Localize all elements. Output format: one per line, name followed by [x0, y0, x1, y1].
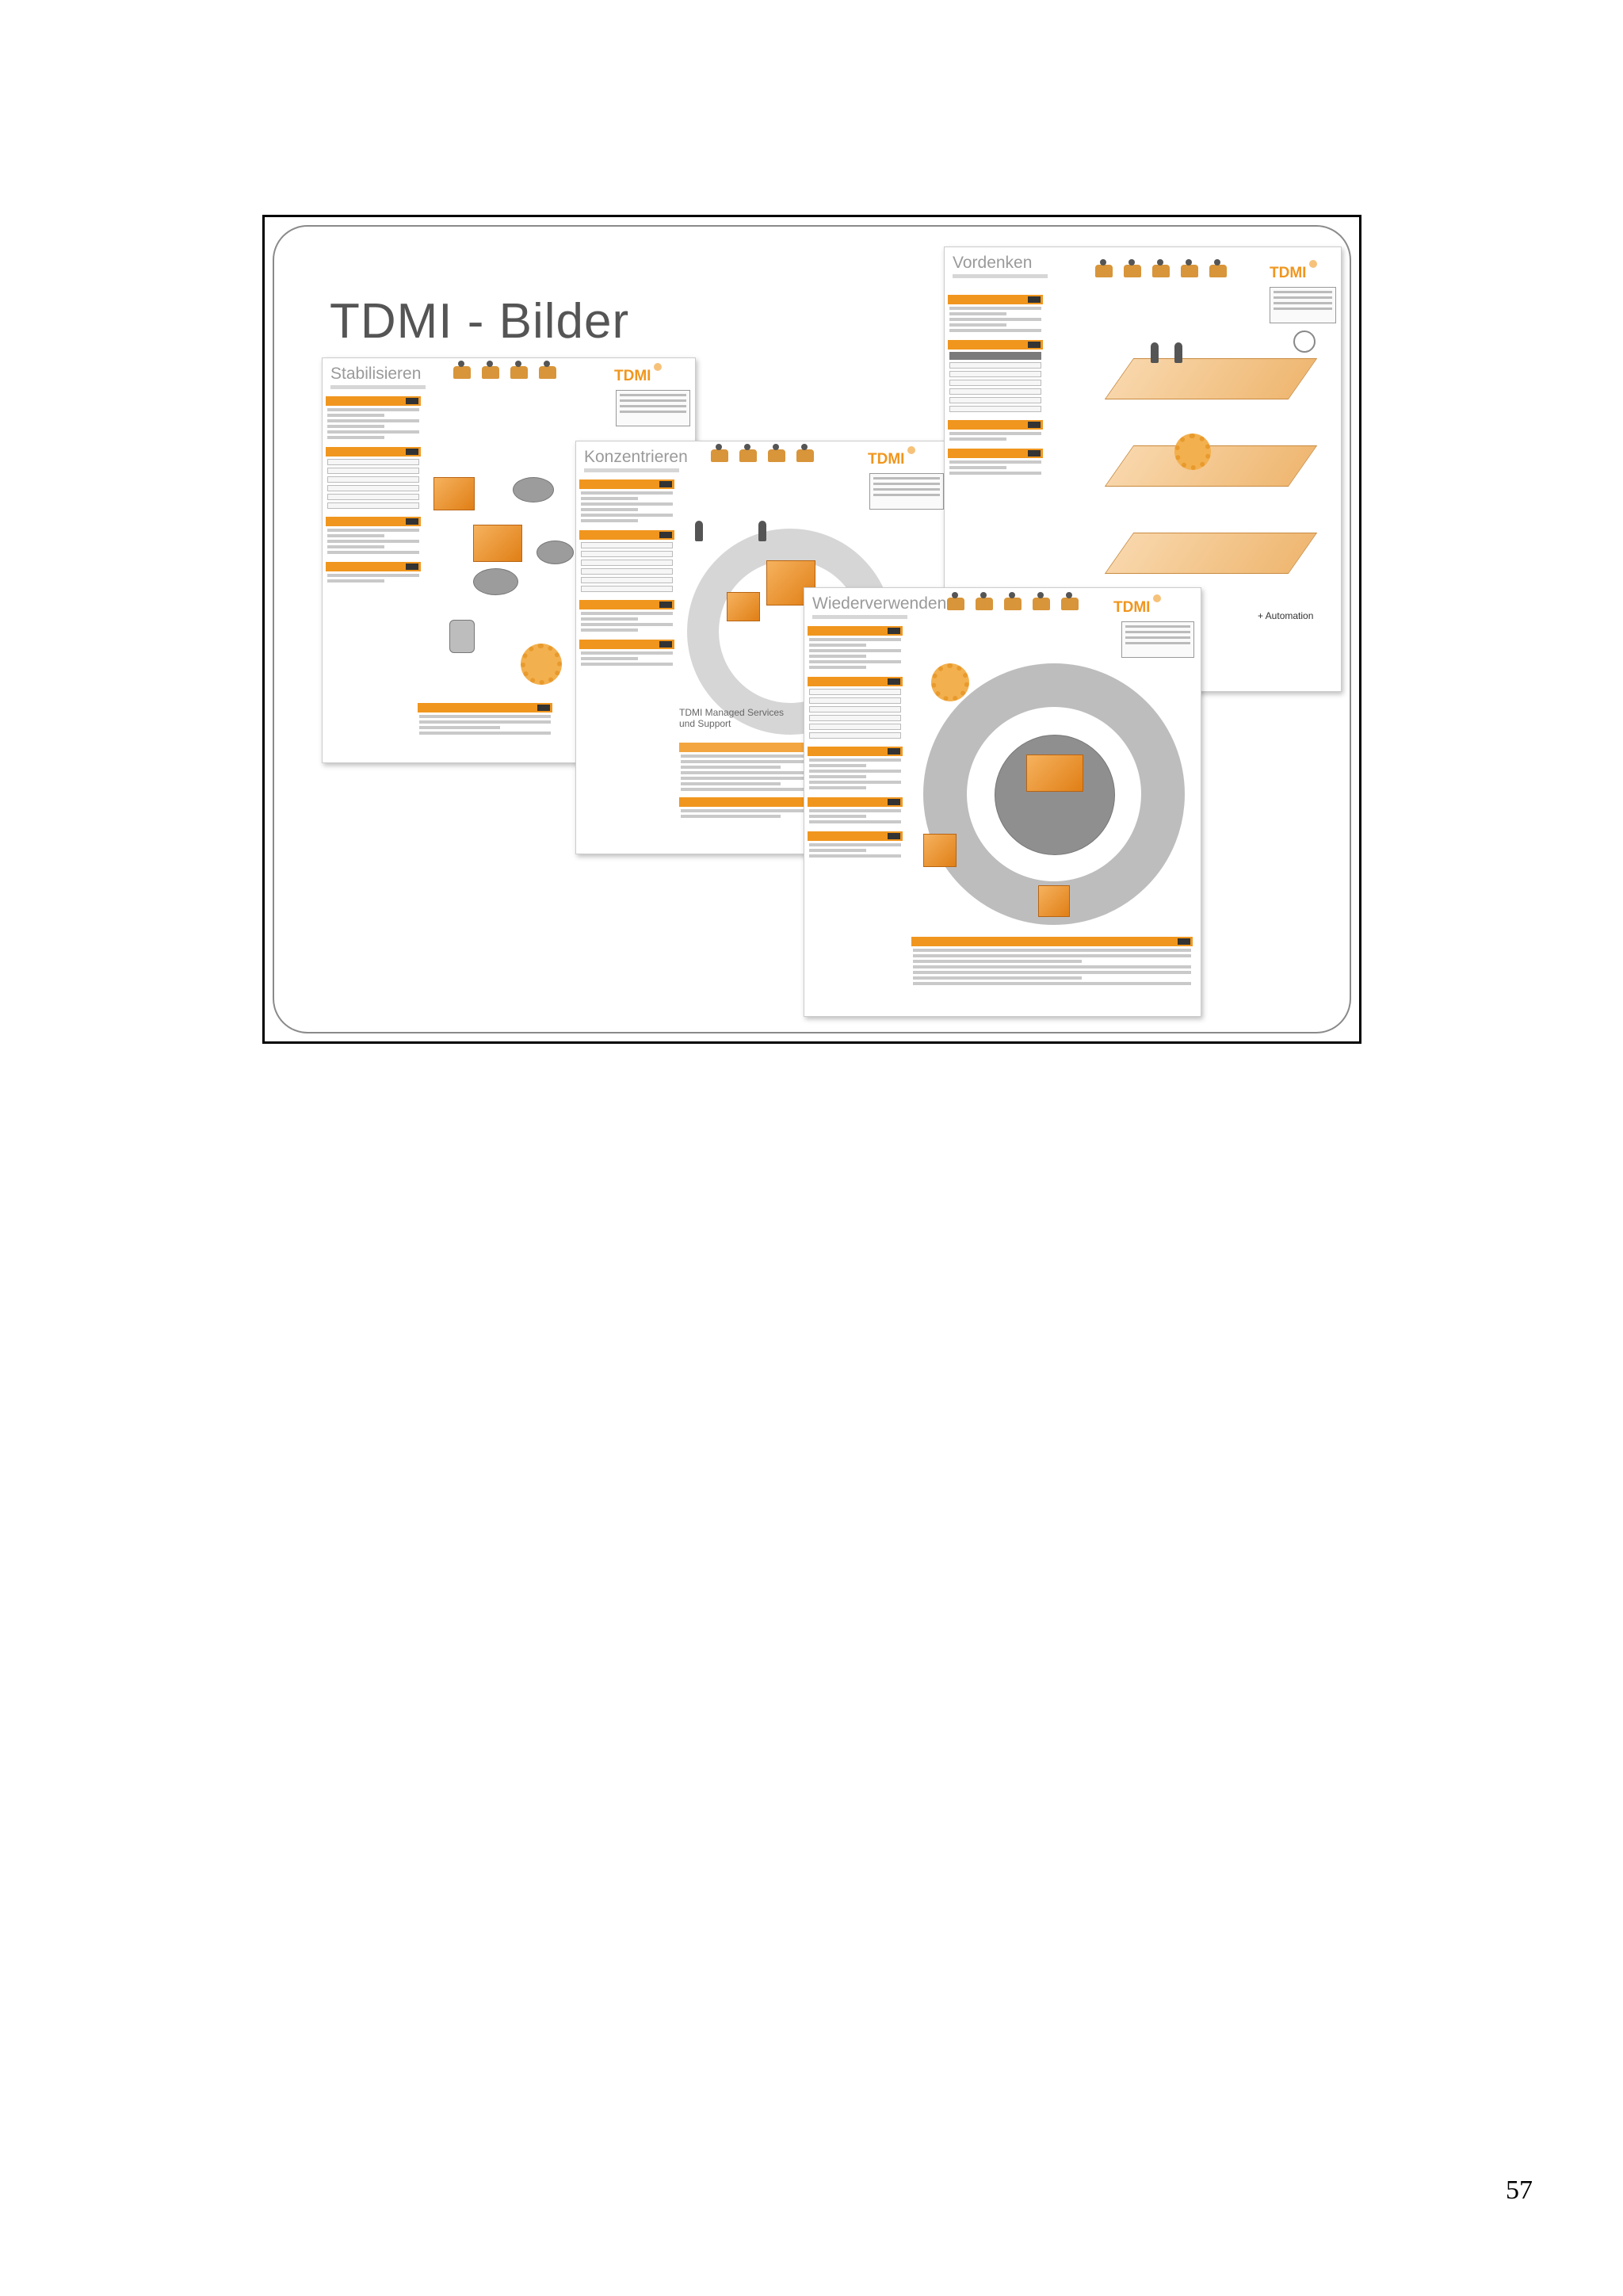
cube-stack — [473, 525, 522, 562]
person-icon — [1152, 259, 1170, 277]
poster-subtitle-line — [812, 615, 907, 619]
smiley-icon — [1293, 330, 1316, 353]
poster-summary — [418, 703, 552, 737]
person-icon — [796, 444, 814, 462]
managed-services-label: TDMI Managed Services und Support — [679, 707, 785, 729]
layer-plane — [1104, 358, 1318, 399]
poster-title: Konzentrieren — [584, 448, 688, 466]
person-icon — [1004, 592, 1022, 610]
person-icon — [1095, 259, 1113, 277]
person-icon — [539, 361, 556, 379]
person-icon — [947, 592, 964, 610]
slide-frame: TDMI - Bilder Stabilisieren TDMI — [262, 215, 1361, 1044]
poster-title: Wiederverwenden — [812, 594, 947, 613]
tdmi-logo: TDMI — [868, 446, 917, 468]
tdmi-logo: TDMI — [614, 363, 663, 384]
poster-sidebar — [579, 479, 674, 668]
cylinder-icon — [473, 568, 518, 595]
poster-sidebar — [948, 295, 1043, 477]
person-icon — [453, 361, 471, 379]
puzzle-piece — [1038, 885, 1070, 917]
person-icon — [711, 444, 728, 462]
poster-icon-row — [711, 444, 814, 462]
person-icon — [768, 444, 785, 462]
poster-sidebar — [808, 626, 903, 860]
person-icon — [1033, 592, 1050, 610]
poster-icon-row — [453, 361, 556, 379]
poster-subtitle-line — [584, 468, 679, 472]
poster-subtitle-line — [330, 385, 426, 389]
slide-title: TDMI - Bilder — [330, 294, 630, 349]
cube-stack — [1026, 755, 1083, 792]
person-icon — [739, 444, 757, 462]
person-icon — [976, 592, 993, 610]
automation-label: + Automation — [1258, 610, 1314, 621]
info-box — [1270, 287, 1336, 323]
info-box — [869, 473, 944, 510]
poster-icon-row — [1095, 259, 1227, 277]
person-icon — [482, 361, 499, 379]
person-icon — [1124, 259, 1141, 277]
person-figure — [1151, 342, 1159, 363]
tdmi-logo: TDMI — [1113, 594, 1163, 616]
person-icon — [1209, 259, 1227, 277]
page-number: 57 — [1506, 2176, 1533, 2205]
poster-wiederverwenden: Wiederverwenden TDMI — [804, 587, 1201, 1017]
tdmi-logo: TDMI — [1270, 260, 1319, 281]
person-icon — [510, 361, 528, 379]
person-figure — [758, 521, 766, 541]
cube-stack — [433, 477, 475, 510]
poster-icon-row — [947, 592, 1079, 610]
gear-icon — [521, 644, 562, 685]
info-box — [616, 390, 690, 426]
person-figure — [695, 521, 703, 541]
poster-sidebar — [326, 396, 421, 585]
core-circle — [995, 735, 1115, 855]
poster-title: Vordenken — [953, 254, 1033, 272]
cube-stack — [727, 592, 760, 621]
layer-plane — [1104, 445, 1318, 487]
person-icon — [1181, 259, 1198, 277]
poster-title: Stabilisieren — [330, 365, 422, 383]
gear-icon — [931, 663, 969, 701]
gear-icon — [1174, 434, 1211, 470]
person-figure — [1174, 342, 1182, 363]
slide-content: TDMI - Bilder Stabilisieren TDMI — [273, 225, 1351, 1033]
person-icon — [1061, 592, 1079, 610]
info-box — [1121, 621, 1194, 658]
cylinder-icon — [513, 477, 554, 502]
layer-plane — [1104, 533, 1318, 574]
cylinder-icon — [537, 541, 574, 564]
padlock-icon — [449, 620, 475, 653]
poster-summary — [911, 937, 1193, 988]
cube-stack — [923, 834, 957, 867]
poster-subtitle-line — [953, 274, 1048, 278]
